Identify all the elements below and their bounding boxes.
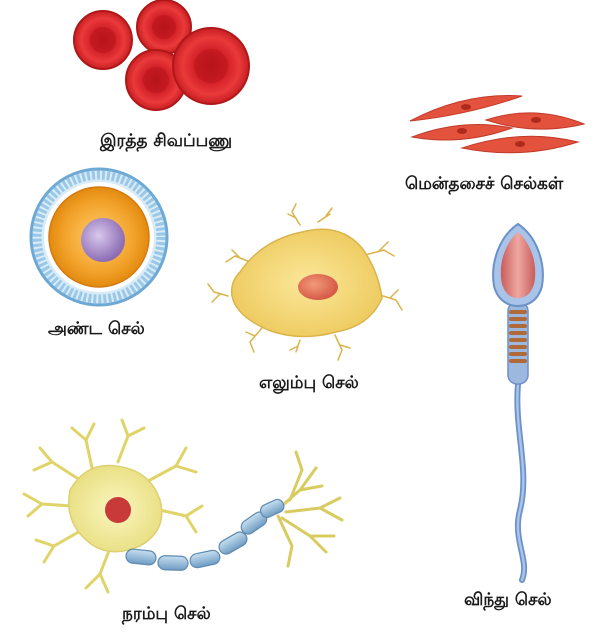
nerve-cell-label: நரம்பு செல் [122, 604, 211, 624]
egg-cell-label: அண்ட செல் [48, 319, 145, 339]
sperm-cell-illustration [493, 224, 543, 580]
red-blood-cell [74, 11, 132, 69]
smooth-muscle-cells-illustration [410, 96, 584, 153]
sperm-cell-label: விந்து செல் [464, 590, 552, 610]
smooth-muscle-cells-label: மென்தசைச் செல்கள் [405, 174, 563, 194]
egg-cell-illustration [31, 169, 167, 305]
bone-cell-label: எலும்பு செல் [259, 373, 359, 393]
red-blood-cells-illustration [74, 0, 249, 110]
muscle-cell [412, 125, 512, 140]
red-blood-cell-label: இரத்த சிவப்பணு [100, 131, 232, 151]
red-blood-cell [173, 28, 249, 104]
muscle-cell [462, 136, 578, 153]
nerve-cell-illustration [24, 420, 342, 592]
bone-cell-body [232, 229, 382, 336]
